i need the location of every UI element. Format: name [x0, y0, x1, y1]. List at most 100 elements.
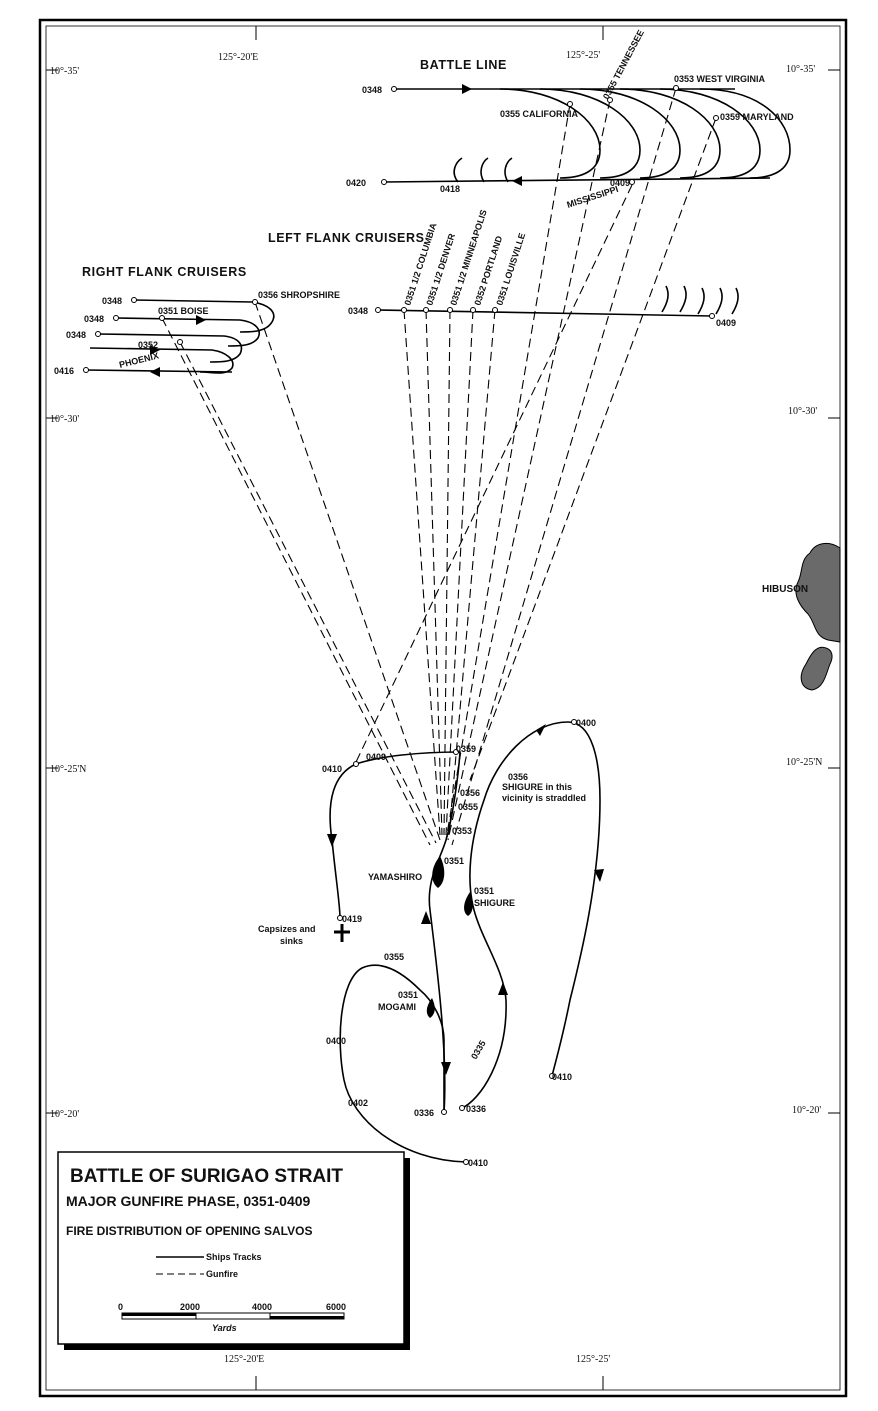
- hibuson-label: HIBUSON: [762, 584, 808, 595]
- graticule-ticks: [46, 26, 840, 1390]
- shigure-ship-icon: [464, 892, 473, 916]
- sinks-label: sinks: [280, 936, 303, 946]
- time-0351-shigure-label: 0351: [474, 886, 494, 896]
- phoenix-time-label: 0352: [138, 340, 158, 350]
- time-0356-label: 0356: [460, 788, 480, 798]
- point-0400-shigure: [571, 719, 577, 725]
- battle-line-time-0418: 0418: [440, 184, 460, 194]
- time-0351-mogami-label: 0351: [398, 990, 418, 1000]
- point-0419: [337, 915, 343, 921]
- time-0355-mogami-label: 0355: [384, 952, 404, 962]
- shigure-note-time: 0356: [508, 772, 528, 782]
- left-flank-start-point: [375, 307, 381, 313]
- battle-line-time-0420: 0420: [346, 178, 366, 188]
- lat-label-1025: 10°-25'N: [50, 764, 86, 775]
- scale-0: 0: [118, 1302, 123, 1312]
- scale-6000: 6000: [326, 1302, 346, 1312]
- lon-label-12520-top: 125°-20'E: [218, 52, 258, 63]
- west-virginia-label: 0353 WEST VIRGINIA: [674, 74, 766, 84]
- lat-label-1035-right: 10°-35': [786, 64, 815, 75]
- right-flank-tracks: [85, 299, 275, 377]
- time-0402-label: 0402: [348, 1098, 368, 1108]
- right-flank-time-0416: 0416: [54, 366, 74, 376]
- battle-line-start-point: [391, 86, 397, 92]
- time-0400-shigure-label: 0400: [576, 718, 596, 728]
- scale-yards: Yards: [212, 1323, 237, 1333]
- lon-label-12520-bottom: 125°-20'E: [224, 1354, 264, 1365]
- boise-label: 0351 BOISE: [158, 306, 209, 316]
- lon-label-12525-top: 125°-25': [566, 50, 600, 61]
- right-flank-time-0348-a: 0348: [102, 296, 122, 306]
- phoenix-label: PHOENIX: [118, 350, 160, 370]
- hibuson-island: [795, 542, 841, 691]
- shigure-note-line1: SHIGURE in this: [502, 782, 572, 792]
- lat-label-1035: 10°-35': [50, 66, 79, 77]
- time-0351-yamashiro-label: 0351: [444, 856, 464, 866]
- battle-line-end-point: [381, 179, 387, 185]
- time-0400-mogami-label: 0400: [326, 1036, 346, 1046]
- right-flank-time-0348-c: 0348: [66, 330, 86, 340]
- scale-4000: 4000: [252, 1302, 272, 1312]
- point-0336-a: [441, 1109, 447, 1115]
- yamashiro-ship-icon: [432, 856, 445, 888]
- mogami-ship-icon: [426, 998, 435, 1018]
- point-0410-mogami: [463, 1159, 469, 1165]
- mogami-label: MOGAMI: [378, 1002, 416, 1012]
- left-flank-track: [377, 285, 739, 317]
- point-0410: [353, 761, 359, 767]
- point-0410-shigure: [549, 1073, 555, 1079]
- maryland-point: [713, 115, 719, 121]
- battle-line-tracks: [383, 84, 791, 186]
- point-0409: [453, 749, 459, 755]
- battle-line-time-0409: 0409: [610, 178, 630, 188]
- left-flank-end-point: [709, 313, 715, 319]
- gunfire-lines: [161, 87, 717, 846]
- phoenix-point: [177, 339, 183, 345]
- battle-line-time-0348: 0348: [362, 85, 382, 95]
- shigure-note-line2: vicinity is straddled: [502, 793, 586, 803]
- time-0410-shigure-label: 0410: [552, 1072, 572, 1082]
- yamashiro-label: YAMASHIRO: [368, 872, 422, 882]
- legend-title: BATTLE OF SURIGAO STRAIT: [70, 1166, 343, 1187]
- time-0336-a-label: 0336: [414, 1108, 434, 1118]
- legend-tracks-label: Ships Tracks: [206, 1252, 262, 1262]
- lat-label-1030: 10°-30': [50, 414, 79, 425]
- capsizes-label: Capsizes and: [258, 924, 316, 934]
- portland-point: [470, 307, 476, 313]
- lat-label-1020-right: 10°-20': [792, 1105, 821, 1116]
- time-0419-label: 0419: [342, 914, 362, 924]
- time-0359-label: 0359: [456, 744, 476, 754]
- legend-gunfire-label: Gunfire: [206, 1269, 238, 1279]
- time-0410-label: 0410: [322, 764, 342, 774]
- shropshire-point: [252, 299, 258, 305]
- boise-point: [159, 315, 165, 321]
- tennessee-point: [607, 97, 613, 103]
- shropshire-label: 0356 SHROPSHIRE: [258, 290, 340, 300]
- california-label: 0355 CALIFORNIA: [500, 109, 579, 119]
- time-0409-label: 0409: [366, 752, 386, 762]
- left-flank-time-0348: 0348: [348, 306, 368, 316]
- mississippi-point: [629, 179, 635, 185]
- lat-label-1020: 10°-20': [50, 1109, 79, 1120]
- lat-label-1025-right: 10°-25'N: [786, 757, 822, 768]
- maryland-label: 0359 MARYLAND: [720, 112, 794, 122]
- left-flank-heading: LEFT FLANK CRUISERS: [268, 231, 425, 245]
- time-0353-label: 0353: [452, 826, 472, 836]
- time-0336-b-label: 0336: [466, 1104, 486, 1114]
- right-flank-start-a: [131, 297, 137, 303]
- right-flank-start-c: [95, 331, 101, 337]
- right-flank-end: [83, 367, 89, 373]
- columbia-point: [401, 307, 407, 313]
- denver-point: [423, 307, 429, 313]
- california-point: [567, 101, 573, 107]
- scale-bar: [121, 1312, 345, 1320]
- legend-subtitle: MAJOR GUNFIRE PHASE, 0351-0409: [66, 1193, 311, 1209]
- time-0335-label: 0335: [469, 1039, 488, 1061]
- lon-label-12525-bottom: 125°-25': [576, 1354, 610, 1365]
- right-flank-heading: RIGHT FLANK CRUISERS: [82, 265, 247, 279]
- time-0355-label: 0355: [458, 802, 478, 812]
- inner-border: [45, 25, 841, 1391]
- scale-2000: 2000: [180, 1302, 200, 1312]
- time-0410-mogami-label: 0410: [468, 1158, 488, 1168]
